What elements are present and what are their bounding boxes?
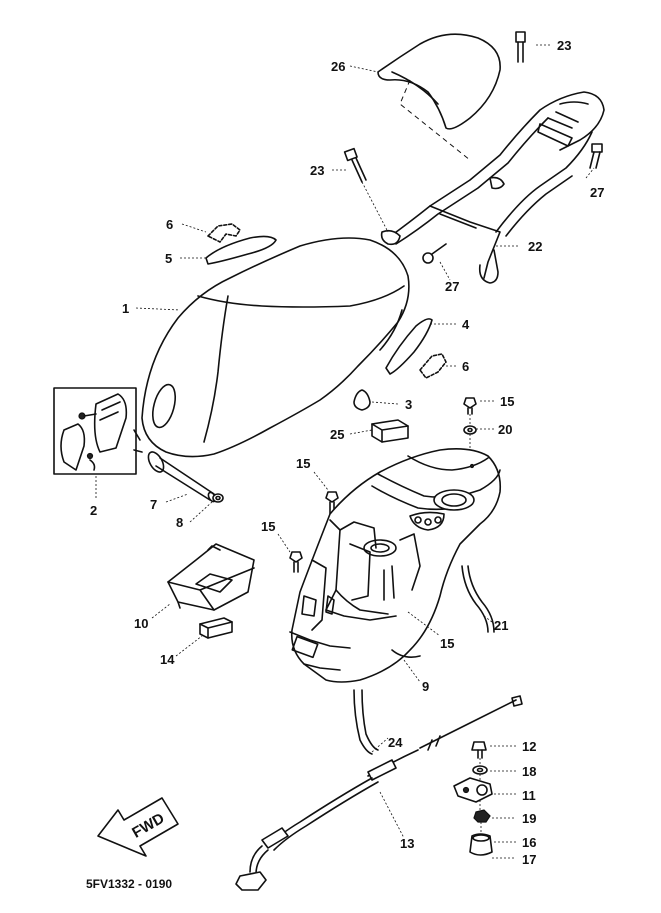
callout-15-c: 15 — [261, 519, 275, 534]
part-16-grommet — [469, 833, 493, 856]
callout-19: 19 — [522, 811, 536, 826]
part-19-nut — [473, 809, 491, 823]
callout-13: 13 — [400, 836, 414, 851]
callout-1: 1 — [122, 301, 129, 316]
part-27-bolt-left — [422, 243, 447, 264]
diagram-code: 5FV1332 - 0190 — [86, 877, 172, 891]
callout-8: 8 — [176, 515, 183, 530]
part-18-washer — [472, 765, 488, 775]
dash-26-to-rack — [399, 79, 471, 161]
leader-23-left — [361, 181, 389, 233]
part-4-bracket — [385, 318, 433, 375]
callout-9: 9 — [422, 679, 429, 694]
part-23-bolt-top — [515, 31, 526, 63]
part-15-bolt-a — [463, 397, 477, 415]
part-5-bracket — [205, 235, 277, 265]
callout-15-a: 15 — [500, 394, 514, 409]
callout-leaders — [95, 44, 595, 859]
callout-6-lower: 6 — [462, 359, 469, 374]
part-13-cable — [235, 695, 523, 891]
callout-14: 14 — [160, 652, 175, 667]
part-14-pad — [199, 617, 233, 639]
part-6-clip-lower — [419, 353, 447, 379]
callout-27-left: 27 — [445, 279, 459, 294]
callout-18: 18 — [522, 764, 536, 779]
callout-24: 24 — [388, 735, 403, 750]
callout-2: 2 — [90, 503, 97, 518]
part-10-tray — [167, 543, 255, 611]
callout-27-right: 27 — [590, 185, 604, 200]
part-8-washer — [212, 493, 224, 503]
part-26-rear-pad — [377, 33, 501, 130]
callout-numbers: 23 26 27 23 6 5 22 27 1 4 6 3 15 20 25 2… — [90, 38, 604, 867]
callout-15-d: 15 — [440, 636, 454, 651]
part-25-damper — [371, 419, 409, 443]
part-6-clip-upper — [207, 223, 241, 243]
fwd-arrow: FWD — [97, 797, 179, 857]
callout-25: 25 — [330, 427, 344, 442]
callout-12: 12 — [522, 739, 536, 754]
part-11-bracket — [453, 777, 493, 803]
part-12-screw — [471, 741, 487, 759]
part-21-hose — [461, 565, 495, 633]
callout-10: 10 — [134, 616, 148, 631]
part-20-washer — [463, 425, 477, 435]
callout-15-b: 15 — [296, 456, 310, 471]
part-24-hose — [353, 689, 379, 755]
callout-5: 5 — [165, 251, 172, 266]
part-9-storage-box — [289, 448, 502, 683]
callout-4: 4 — [462, 317, 470, 332]
callout-23-top: 23 — [557, 38, 571, 53]
part-15-bolt-b — [325, 491, 339, 515]
part-7-pin — [147, 451, 217, 503]
part-1-seat — [141, 237, 410, 458]
callout-22: 22 — [528, 239, 542, 254]
part-2-lock-assembly — [53, 387, 143, 475]
leader-hardware-stack — [479, 758, 482, 834]
callout-26: 26 — [331, 59, 345, 74]
callout-3: 3 — [405, 397, 412, 412]
callout-21: 21 — [494, 618, 508, 633]
part-27-bolt-right — [589, 143, 603, 169]
part-23-bolt-left — [343, 147, 367, 183]
part-15-bolt-c — [289, 551, 303, 573]
callout-17: 17 — [522, 852, 536, 867]
part-3-bumper — [353, 389, 371, 411]
callout-7: 7 — [150, 497, 157, 512]
callout-6-upper: 6 — [166, 217, 173, 232]
callout-16: 16 — [522, 835, 536, 850]
part-22-carrier — [380, 91, 605, 284]
callout-11: 11 — [522, 788, 536, 803]
callout-23-left: 23 — [310, 163, 324, 178]
callout-20: 20 — [498, 422, 512, 437]
